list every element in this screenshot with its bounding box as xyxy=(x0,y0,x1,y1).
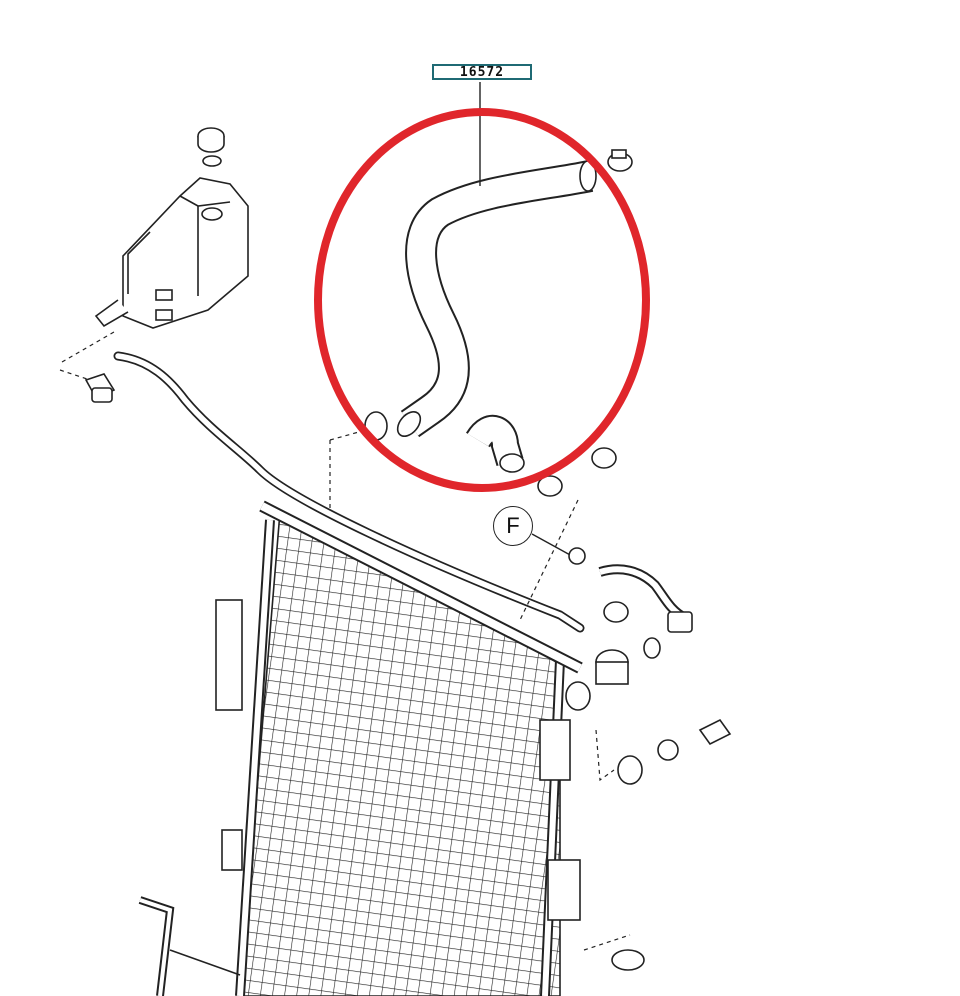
part-number-label: 16572 xyxy=(432,64,532,80)
reservoir-gasket xyxy=(202,155,222,167)
upper-radiator-hose xyxy=(396,160,597,438)
mounting-bolt-left xyxy=(84,373,116,403)
lower-elbow-hose xyxy=(466,414,525,473)
leader-dash-radiator-right xyxy=(519,499,579,621)
leader-dash-bolt xyxy=(59,369,91,381)
coolant-reservoir-tank xyxy=(94,127,249,329)
leader-dash-tank xyxy=(61,331,115,363)
drain-fittings xyxy=(565,547,732,971)
callout-letter-f: F xyxy=(493,506,533,546)
highlight-circle xyxy=(314,108,650,492)
radiator-assembly xyxy=(138,500,583,996)
callout-leader xyxy=(531,533,573,557)
